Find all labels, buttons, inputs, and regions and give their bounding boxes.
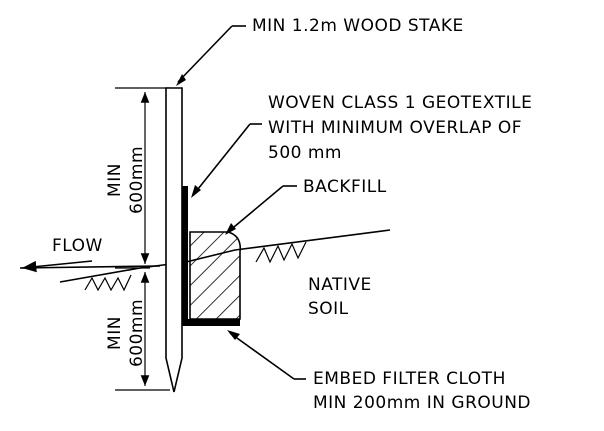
dimension-upper (115, 87, 170, 269)
label-embed-line1: EMBED FILTER CLOTH (313, 369, 506, 389)
leader-backfill (225, 185, 297, 235)
label-dim-upper-line1: MIN (105, 163, 125, 197)
label-geotextile-line3: 500 mm (268, 143, 342, 163)
label-stake: MIN 1.2m WOOD STAKE (252, 16, 464, 36)
leader-stake (176, 25, 246, 86)
ground-hatch-right (255, 241, 307, 264)
label-backfill: BACKFILL (303, 177, 387, 197)
geotextile-fabric (182, 186, 240, 326)
label-flow: FLOW (52, 236, 103, 256)
label-dim-lower-line1: MIN (105, 316, 125, 350)
label-embed-line2: MIN 200mm IN GROUND (313, 393, 531, 413)
ground-hatch-left (84, 274, 132, 292)
label-native-soil-line1: NATIVE (308, 275, 372, 295)
label-dim-upper-line2: 600mm (127, 146, 147, 214)
wood-stake (165, 87, 183, 393)
dimension-lower (115, 272, 170, 391)
label-dim-lower-line2: 600mm (127, 299, 147, 367)
label-geotextile-line2: WITH MINIMUM OVERLAP OF (268, 118, 522, 138)
label-geotextile-line1: WOVEN CLASS 1 GEOTEXTILE (268, 93, 532, 113)
backfill-wedge (189, 231, 242, 320)
leader-embed (227, 330, 306, 380)
label-native-soil-line2: SOIL (308, 299, 349, 319)
leader-geotextile (191, 123, 262, 198)
flow-arrow (21, 260, 93, 273)
